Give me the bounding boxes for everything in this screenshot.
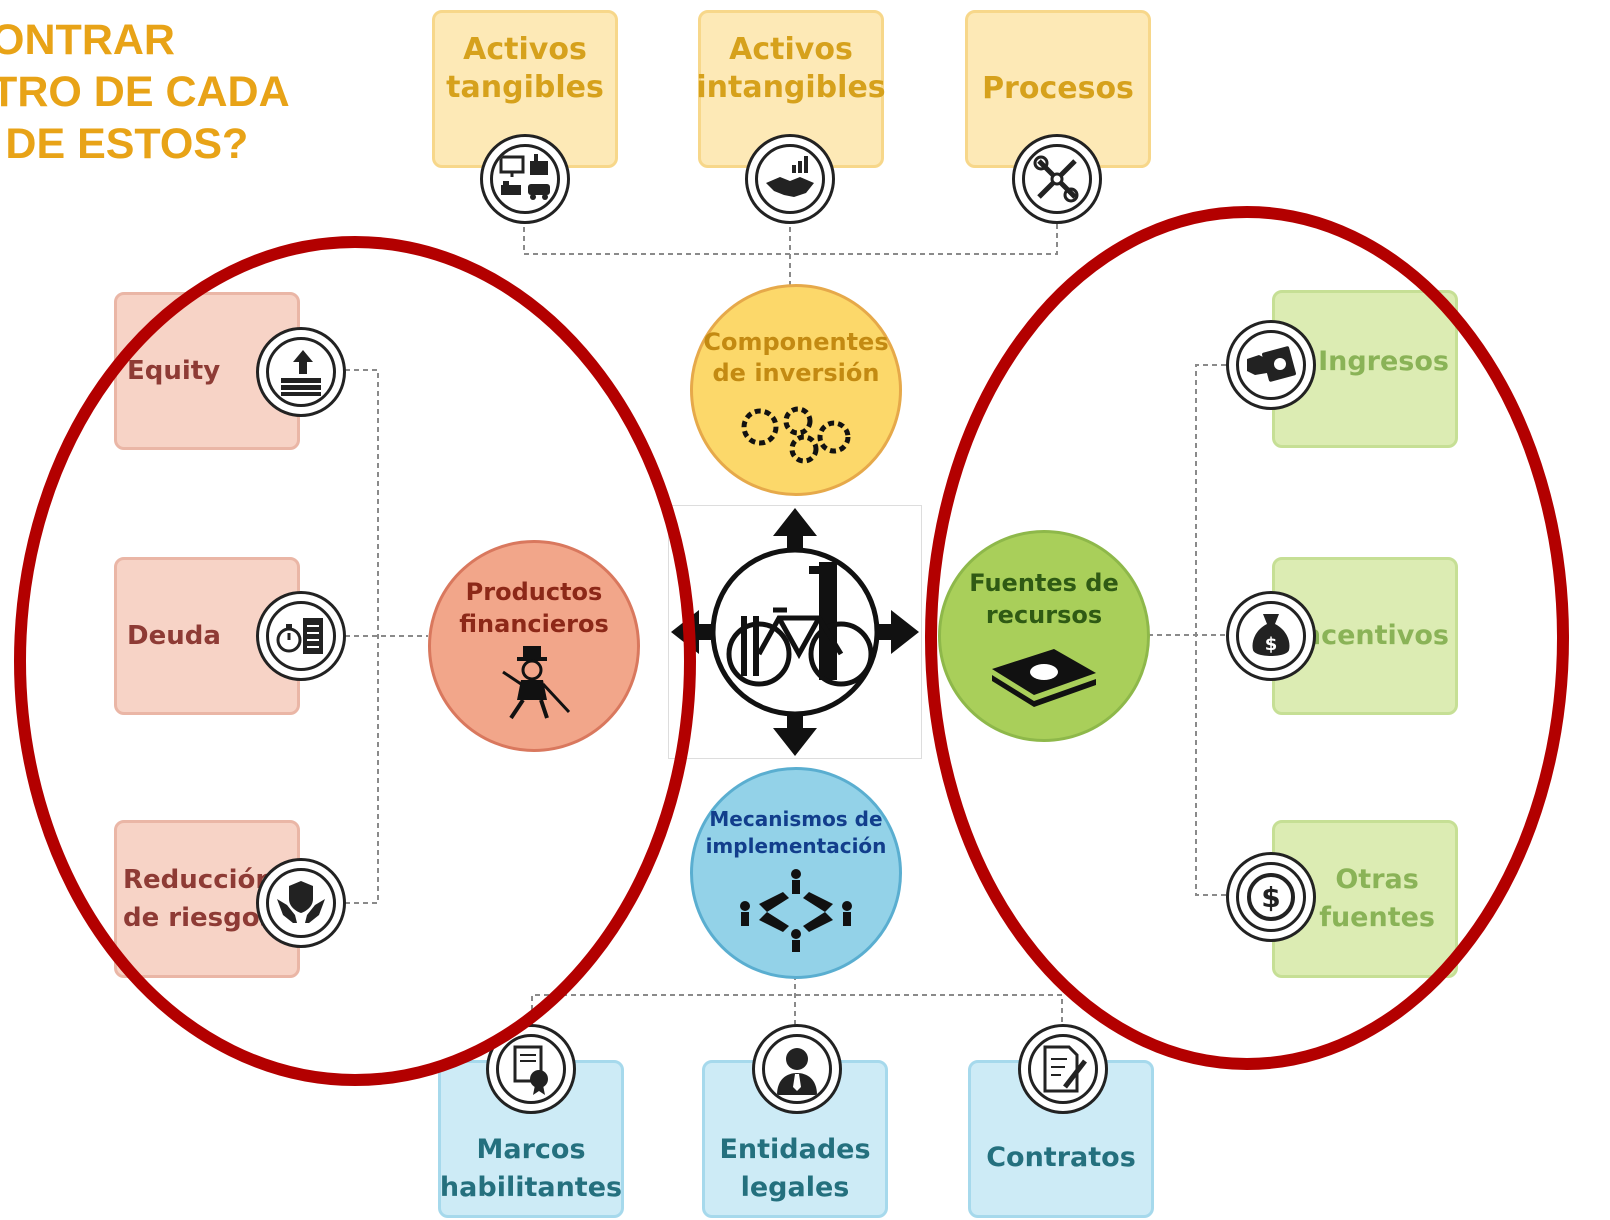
money-hand-icon	[1226, 320, 1316, 410]
center-panel	[668, 505, 922, 759]
person-icon	[752, 1024, 842, 1114]
tools-icon	[1012, 134, 1102, 224]
money-bag-icon: $	[1226, 591, 1316, 681]
certificate-icon	[486, 1024, 576, 1114]
assets-icon	[480, 134, 570, 224]
money-stack-bills-icon	[992, 649, 1096, 707]
monopoly-man-icon	[502, 646, 571, 720]
question-title: CONTRAR NTRO DE CADA O DE ESTOS?	[0, 16, 290, 168]
shield-hands-icon	[256, 858, 346, 948]
contract-icon	[1018, 1024, 1108, 1114]
circle-mecanismos-implementacion: Mecanismos de implementación	[690, 767, 902, 979]
bicycle-parking-icon	[671, 508, 919, 756]
circle-productos-financieros: Productos financieros	[428, 540, 640, 752]
handshake-icon	[745, 134, 835, 224]
circle-fuentes-recursos: Fuentes de recursos	[938, 530, 1150, 742]
box-contratos: Contratos	[968, 1060, 1154, 1218]
dollar-coin-icon: $	[1226, 852, 1316, 942]
money-stack-icon	[256, 327, 346, 417]
circle-componentes-inversion: Componentes de inversión	[690, 284, 902, 496]
stopwatch-document-icon	[256, 591, 346, 681]
puzzle-people-icon	[740, 869, 852, 952]
svg-text:$: $	[1261, 881, 1280, 914]
svg-text:$: $	[1265, 634, 1278, 655]
gears-icon	[741, 406, 851, 464]
